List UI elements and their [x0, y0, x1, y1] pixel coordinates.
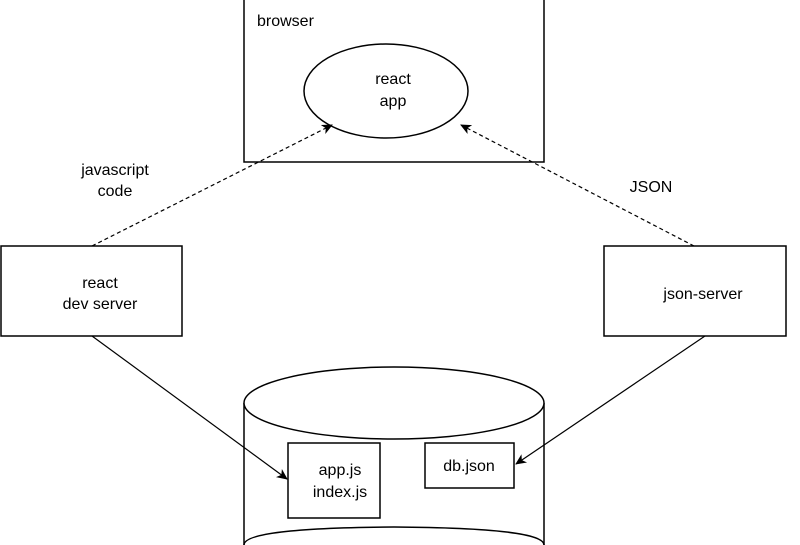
storage-cylinder [243, 366, 545, 545]
db-json-label: db.json [443, 458, 495, 475]
source-files-label-line1: app.js [319, 462, 362, 479]
edge-label-javascript: javascript [80, 162, 149, 179]
browser-label: browser [257, 13, 315, 30]
edge-dev-server-to-app: javascript code [80, 124, 333, 247]
json-server-node: json-server [603, 245, 787, 337]
source-files-label-line2: index.js [313, 484, 367, 501]
db-json-node: db.json [424, 442, 515, 489]
cylinder-top [243, 366, 545, 440]
react-app-label-line2: app [380, 93, 407, 110]
edge-json-server-to-db [515, 335, 706, 465]
source-files-node: app.js index.js [287, 442, 381, 519]
react-app-node: react app [303, 43, 469, 139]
react-dev-server-label-line2: dev server [63, 296, 138, 313]
browser-box: browser [243, 0, 545, 163]
edge-json-server-to-app: JSON [460, 124, 695, 247]
cylinder-bottom-curve [243, 526, 545, 545]
react-dev-server-node: react dev server [0, 245, 183, 337]
react-app-label-line1: react [375, 71, 411, 88]
json-server-label: json-server [662, 286, 743, 303]
edge-dev-server-to-files [91, 335, 288, 480]
edge-label-json: JSON [630, 179, 673, 196]
react-dev-server-label-line1: react [82, 275, 118, 292]
edge-label-code: code [98, 183, 133, 200]
